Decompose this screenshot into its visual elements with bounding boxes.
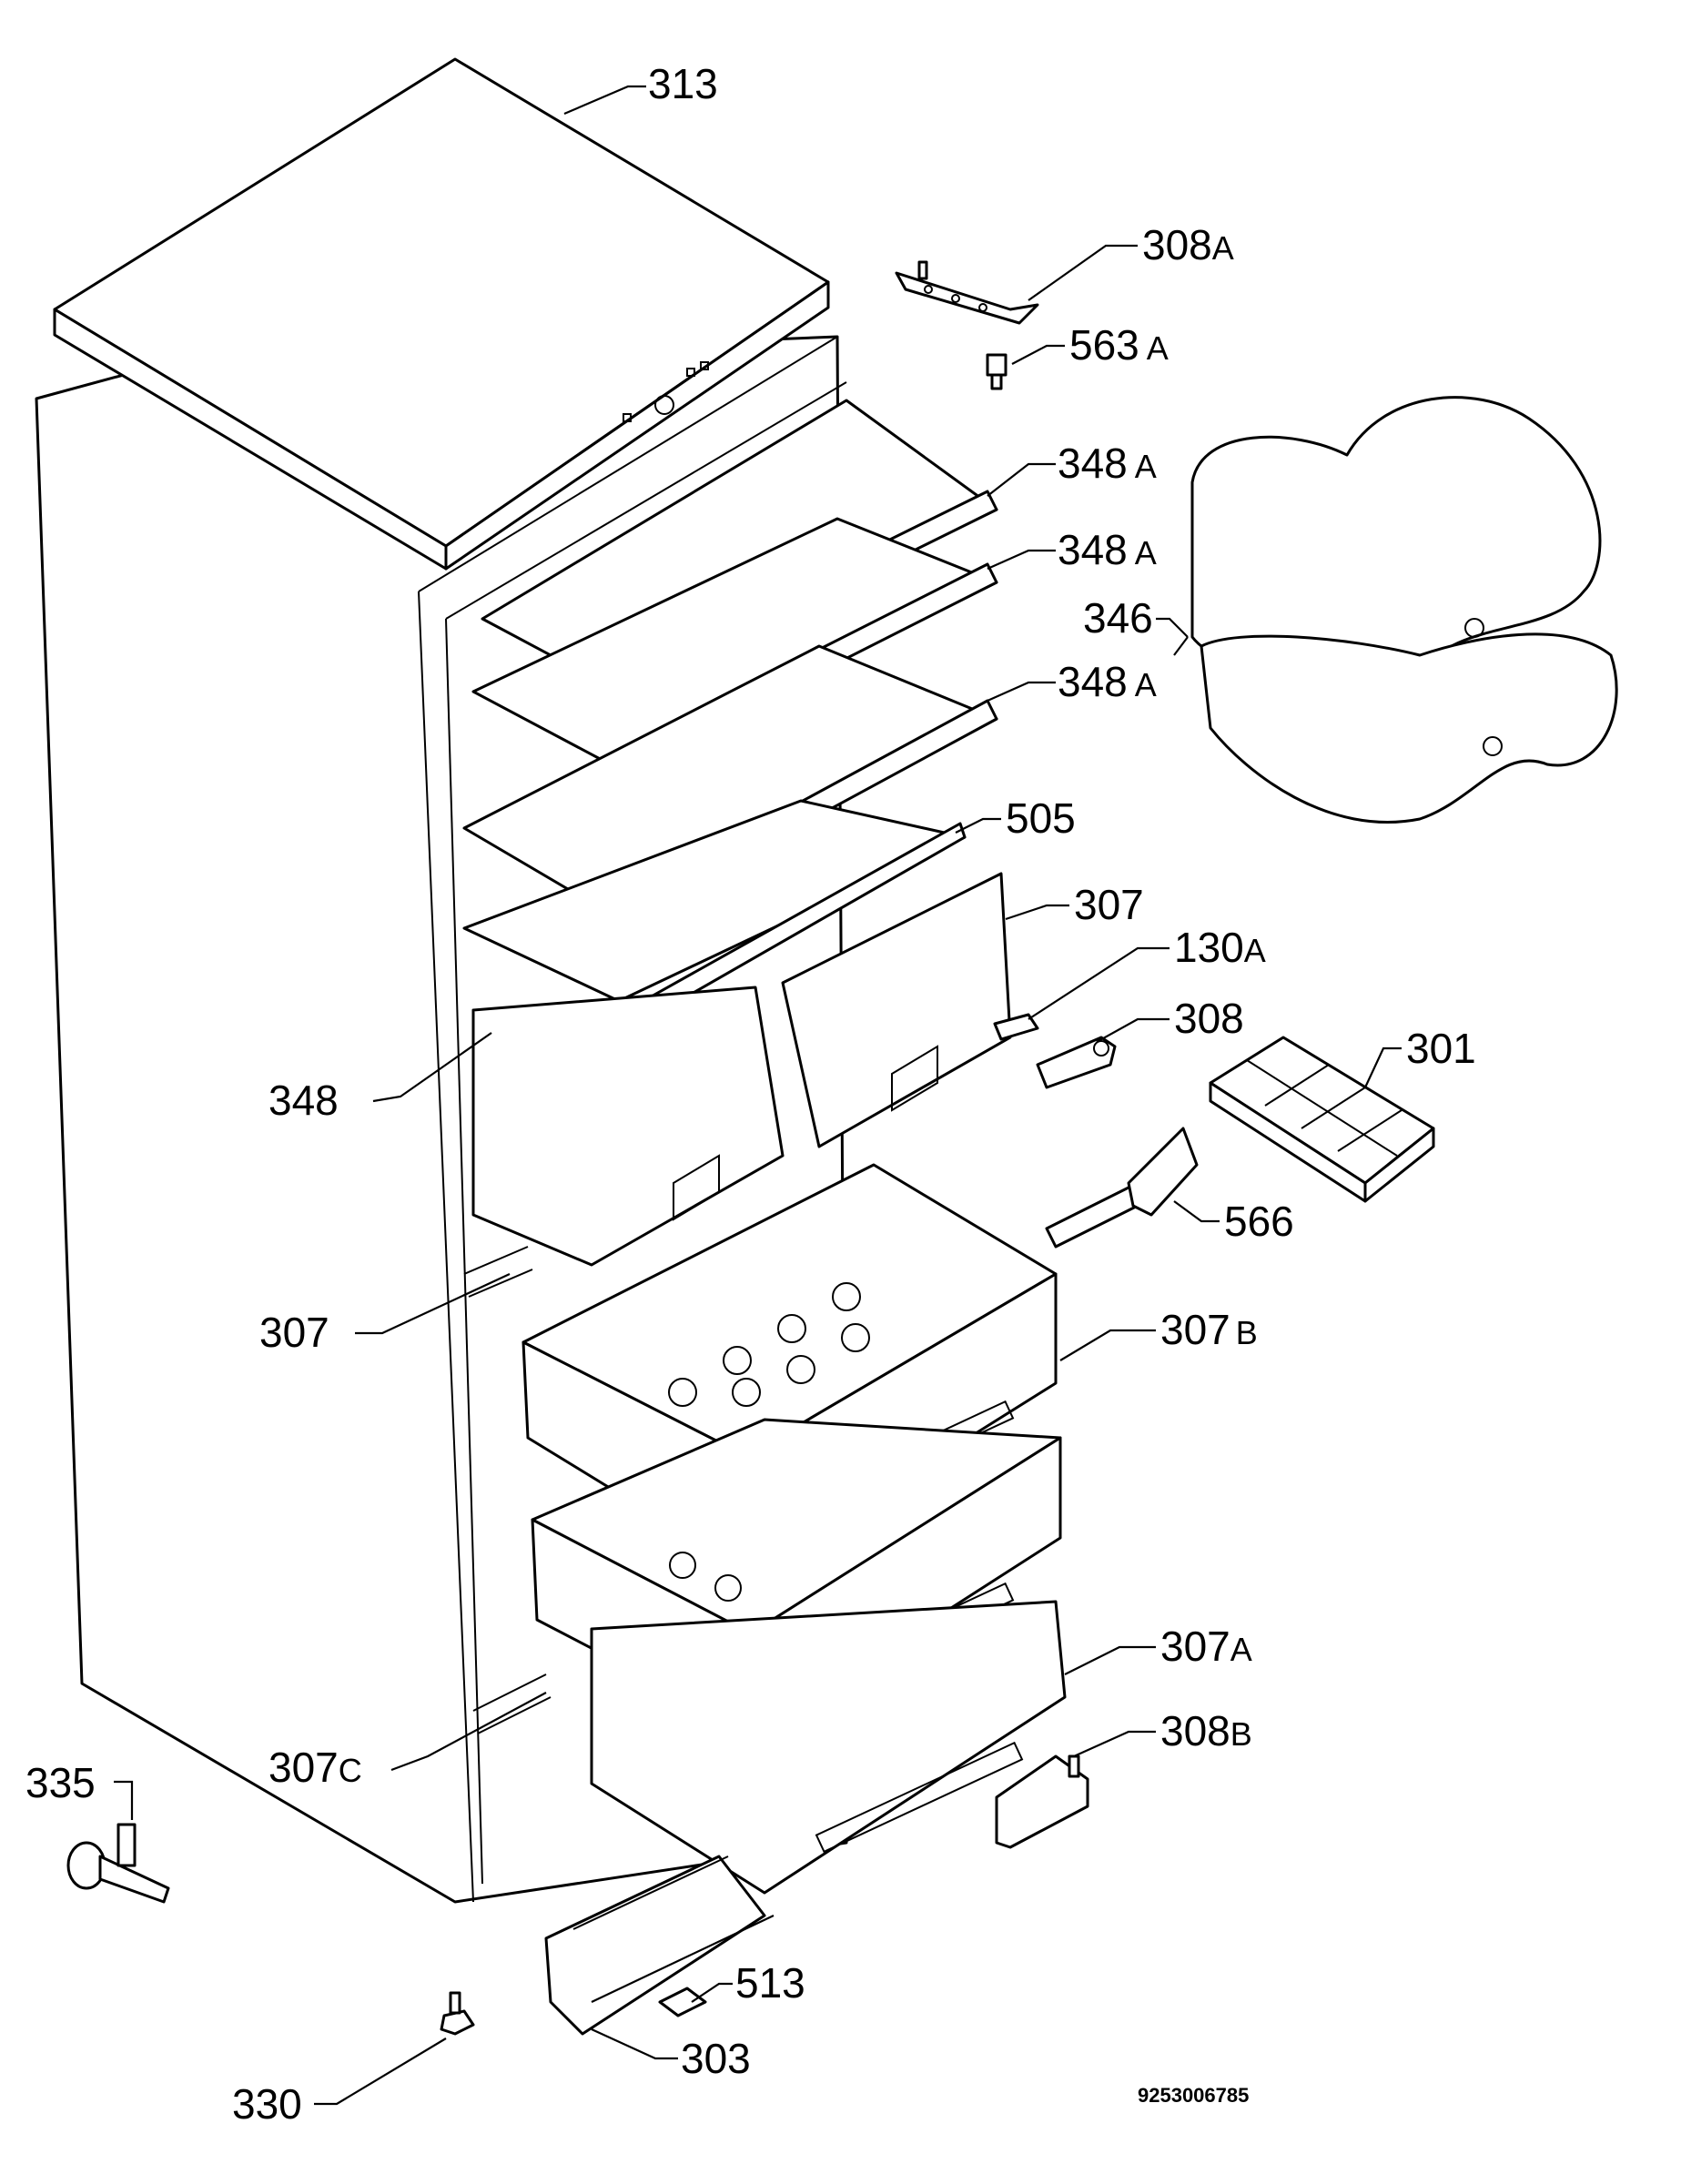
callout-513: 513	[735, 1959, 805, 2007]
callout-308b: 308B	[1160, 1707, 1252, 1754]
freezer-drawer-307a	[590, 1600, 1067, 1895]
upper-drawer-left	[471, 986, 785, 1267]
plinth-kickplate	[544, 1855, 766, 2036]
hinge-pin-563a	[986, 353, 1008, 390]
hinge-bracket-335	[66, 1823, 170, 1904]
upper-hinge-308a	[895, 260, 1039, 325]
drawing-number: 9253006785	[1138, 2084, 1249, 2107]
callout-566: 566	[1224, 1198, 1294, 1245]
top-cover	[53, 57, 830, 571]
callout-348: 348	[268, 1077, 339, 1124]
callout-307-left: 307	[259, 1309, 329, 1356]
callout-505: 505	[1006, 794, 1076, 842]
callout-303: 303	[681, 2035, 751, 2082]
callout-308: 308	[1174, 995, 1244, 1042]
clip-513	[658, 1987, 707, 2017]
egg-container-346	[1190, 396, 1618, 824]
callout-307c: 307C	[268, 1744, 362, 1791]
leader-lines	[114, 85, 1402, 2106]
cover-130a	[993, 1013, 1039, 1041]
callout-330: 330	[232, 2080, 302, 2128]
callout-307-upper: 307	[1074, 881, 1144, 928]
ice-scraper	[1045, 1127, 1199, 1249]
ice-cube-tray	[1209, 1036, 1435, 1203]
adjustable-foot-330	[440, 1991, 475, 2036]
callout-313: 313	[648, 60, 718, 107]
callout-130a: 130A	[1174, 924, 1266, 971]
callout-335: 335	[25, 1759, 96, 1806]
callout-308a: 308A	[1142, 221, 1234, 268]
hinge-308	[1036, 1036, 1117, 1089]
callout-301: 301	[1406, 1025, 1476, 1072]
callout-346: 346	[1083, 594, 1153, 642]
callout-307a: 307A	[1160, 1623, 1252, 1670]
hinge-308b	[995, 1754, 1089, 1849]
